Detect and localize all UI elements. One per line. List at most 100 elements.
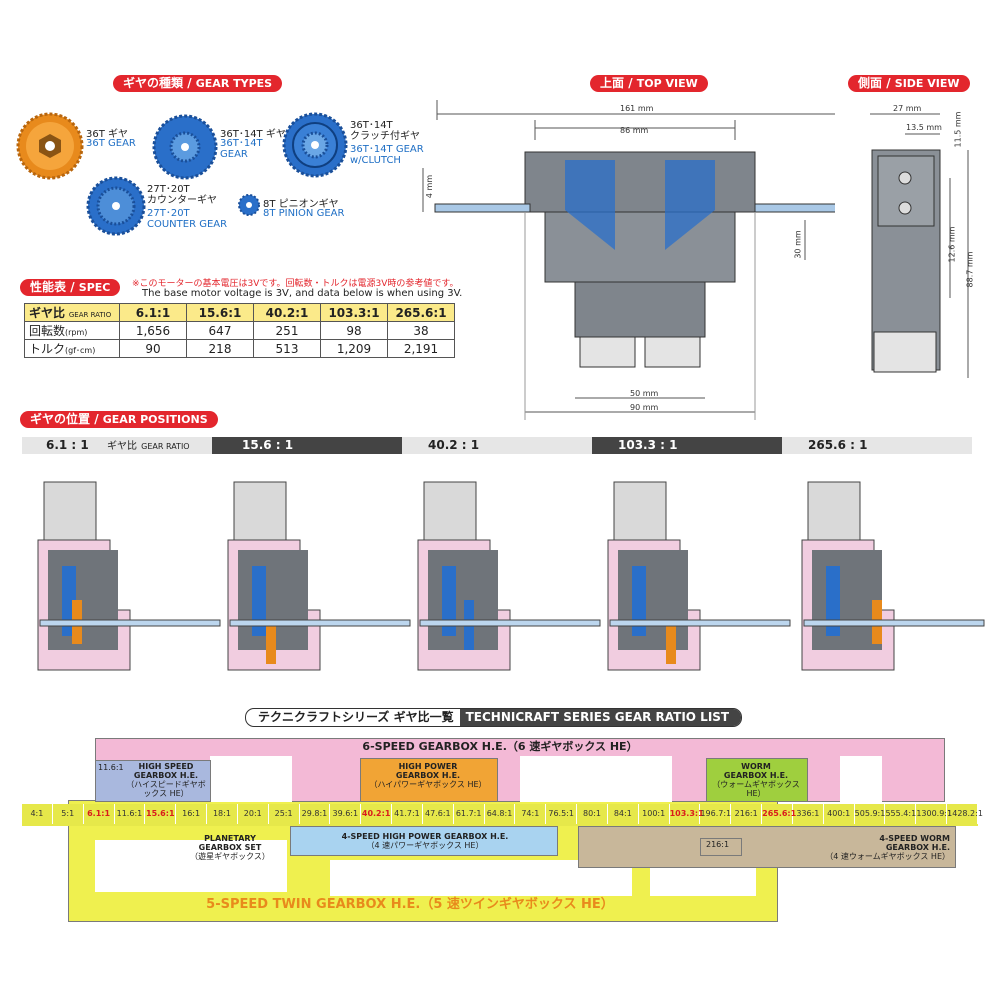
spec-torque-value: 2,191 (387, 339, 455, 358)
spec-ratio: 6.1:1 (119, 303, 187, 322)
gear-clutch-icon (282, 112, 348, 178)
ratio-cell: 39.6:1 (330, 804, 362, 824)
ratio-cell: 15.6:1 (145, 804, 177, 824)
ratio-cell: 16:1 (176, 804, 208, 824)
dim-30: 30 mm (793, 230, 803, 259)
dim-161: 161 mm (620, 104, 654, 113)
worm-216-label: 216:1 (706, 840, 730, 849)
ratio-cell: 76.5:1 (546, 804, 578, 824)
spec-rpm-value: 251 (253, 321, 321, 340)
spec-torque-row: トルク(gf･cm) 90 218 513 1,209 2,191 (24, 339, 455, 358)
gearbox-diagram-4 (607, 481, 791, 671)
top-view-diagram (422, 100, 835, 420)
ratio-cell: 5:1 (53, 804, 84, 824)
spec-rpm-row: 回転数(rpm) 1,656 647 251 98 38 (24, 321, 455, 340)
gear-position-bar-5: 265.6 : 1 (782, 437, 972, 454)
gear-position-bar-4: 103.3 : 1 (592, 437, 782, 454)
gear-positions-heading: ギヤの位置 / GEAR POSITIONS (20, 411, 218, 428)
side-view-diagram (870, 113, 969, 378)
spec-rpm-label: 回転数(rpm) (24, 321, 120, 340)
six-speed-gap-2 (520, 756, 672, 802)
spec-torque-value: 1,209 (320, 339, 388, 358)
gear-pinion-jp: 8T ピニオンギヤ (263, 199, 339, 210)
ratio-cell: 80:1 (577, 804, 608, 824)
ratio-cell: 336:1 (793, 804, 824, 824)
worm-216-cell (700, 838, 742, 856)
six-speed-gap-3 (840, 756, 882, 802)
gear-36t-icon (16, 112, 84, 180)
gearbox-diagram-3 (417, 481, 601, 671)
spec-table: ギヤ比 GEAR RATIO 6.1:1 15.6:1 40.2:1 103.3… (24, 303, 455, 358)
spec-torque-value: 90 (119, 339, 187, 358)
spec-rpm-value: 98 (320, 321, 388, 340)
ratio-cell: 29.8:1 (300, 804, 331, 824)
spec-torque-value: 218 (186, 339, 254, 358)
gear-position-bar-3: 40.2 : 1 (402, 437, 592, 454)
gear-pinion-en: 8T PINION GEAR (263, 208, 345, 219)
spec-torque-label: トルク(gf･cm) (24, 339, 120, 358)
four-speed-hp-region (290, 826, 558, 856)
dim-88-7: 88.7 mm (965, 251, 975, 288)
four-speed-worm-region (578, 826, 956, 868)
ratio-cell: 18:1 (207, 804, 238, 824)
spec-header-row: ギヤ比 GEAR RATIO 6.1:1 15.6:1 40.2:1 103.3… (24, 303, 455, 322)
top-view-heading: 上面 / TOP VIEW (590, 75, 708, 92)
gearbox-diagram-1 (37, 481, 221, 671)
dim-86: 86 mm (620, 126, 649, 135)
gear-counter-icon (86, 176, 146, 236)
ratio-cell: 400:1 (824, 804, 855, 824)
spec-note-jp: ※このモーターの基本電圧は3Vです。回転数・トルクは電源3V時の参考値です。 (132, 279, 459, 289)
ratio-cell: 11.6:1 (115, 804, 146, 824)
high-speed-ratio: 11.6:1 (98, 763, 124, 772)
gear-36t-jp: 36T ギヤ (86, 129, 129, 140)
dim-27: 27 mm (893, 104, 922, 113)
ratio-cell: 103.3:1 (670, 804, 704, 824)
ratio-cell: 196.7:1 (700, 804, 732, 824)
ratio-cell: 47.6:1 (423, 804, 454, 824)
gear-36t-14t-icon (152, 114, 218, 180)
ratio-cell: 20:1 (238, 804, 269, 824)
spec-rpm-value: 647 (186, 321, 254, 340)
spec-ratio: 103.3:1 (320, 303, 388, 322)
spec-rpm-value: 1,656 (119, 321, 187, 340)
six-speed-gap-1 (210, 756, 292, 802)
ratio-cell: 41.7:1 (392, 804, 423, 824)
ratio-cell: 100:1 (639, 804, 670, 824)
dim-12-6: 12.6 mm (947, 226, 957, 263)
ratio-cell: 25:1 (269, 804, 300, 824)
ratio-cell: 64.8:1 (485, 804, 516, 824)
spec-rpm-value: 38 (387, 321, 455, 340)
gear-position-bar-1: 6.1 : 1 ギヤ比 GEAR RATIO (22, 437, 212, 454)
gear-position-bar-2: 15.6 : 1 (212, 437, 402, 454)
gearbox-diagram-5 (801, 481, 985, 671)
spec-ratio: 40.2:1 (253, 303, 321, 322)
ratio-cell: 40.2:1 (361, 804, 393, 824)
five-speed-label: 5-SPEED TWIN GEARBOX H.E.（5 速ツインギヤボックス H… (206, 897, 614, 912)
gearbox-diagram-2 (227, 481, 411, 671)
ratio-cell: 4:1 (22, 804, 53, 824)
ratio-cell: 84:1 (608, 804, 639, 824)
five-speed-gap-1 (95, 840, 287, 892)
high-power-region (360, 758, 498, 802)
ratio-cell: 265.6:1 (762, 804, 796, 824)
ratio-cell: 61.7:1 (454, 804, 485, 824)
spec-ratio: 265.6:1 (387, 303, 455, 322)
gear-pinion-icon (238, 194, 260, 216)
ratio-cell: 1300.9:1 (916, 804, 952, 824)
spec-torque-value: 513 (253, 339, 321, 358)
dim-13-5: 13.5 mm (906, 123, 942, 132)
spec-heading: 性能表 / SPEC (20, 279, 121, 296)
gear-position-diagrams (37, 481, 985, 671)
side-view-heading: 側面 / SIDE VIEW (848, 75, 970, 92)
gear-36t-en: 36T GEAR (86, 138, 136, 149)
dim-90: 90 mm (630, 403, 659, 412)
spec-ratio: 15.6:1 (186, 303, 254, 322)
dim-50: 50 mm (630, 389, 659, 398)
